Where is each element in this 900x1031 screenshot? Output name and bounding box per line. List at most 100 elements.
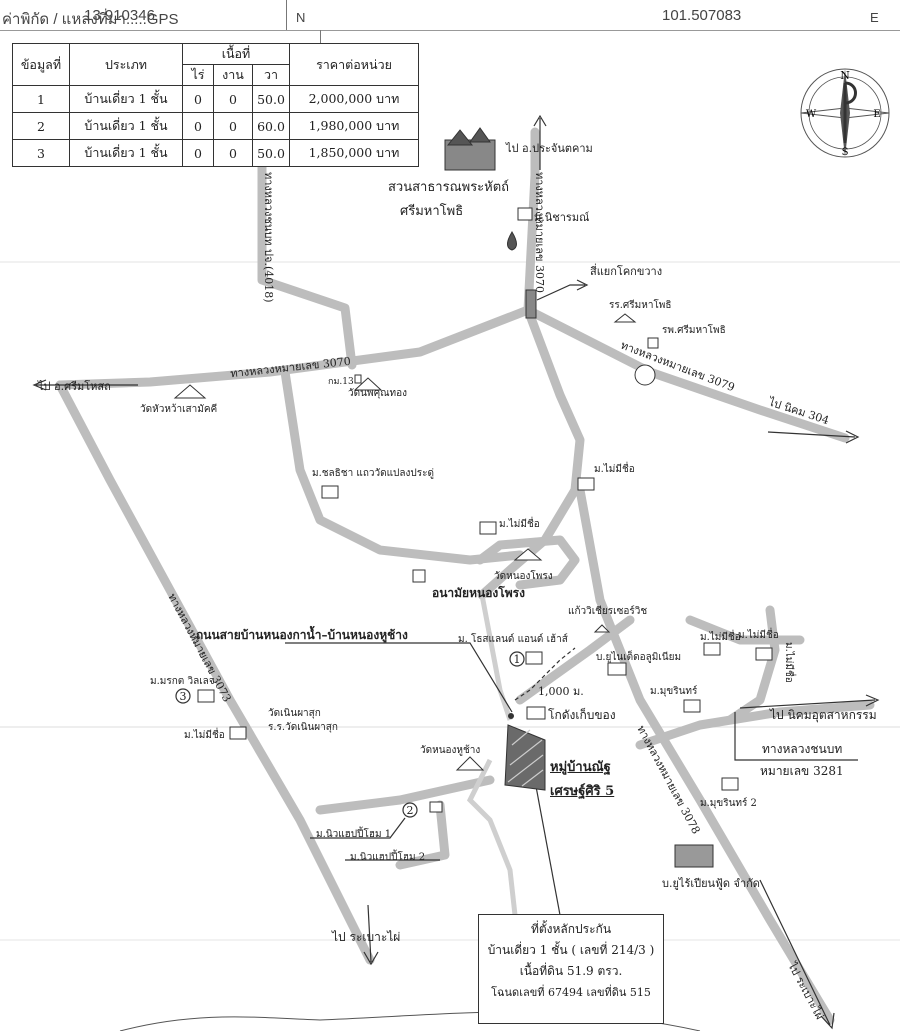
- col-header-id: ข้อมูลที่: [12, 43, 70, 86]
- col-header-ngan: งาน: [213, 64, 253, 86]
- label-newhappy-2: ม.นิวแฮปปี้โฮม 2: [350, 852, 426, 863]
- label-rural-3281-line1: ทางหลวงชนบท: [762, 742, 843, 756]
- km-post-icon: [354, 374, 362, 384]
- school-icon: [613, 313, 637, 323]
- compass: N S E W: [800, 68, 890, 158]
- arrow-west: [32, 379, 138, 391]
- cell-type: บ้านเดี่ยว 1 ชั้น: [69, 85, 183, 113]
- marker-3-label: 3: [180, 690, 187, 703]
- road-branch-ne: [685, 615, 805, 645]
- subject-property-area: [504, 724, 546, 791]
- road-hwy3070-north: [523, 127, 540, 315]
- label-to-industrial: ไป นิคมอุตสาหกรรม: [770, 708, 877, 722]
- leader-road-name: [285, 642, 513, 713]
- park-icon: [444, 127, 496, 171]
- table-row: 3 บ้านเดี่ยว 1 ชั้น 0 0 50.0 1,850,000 บ…: [12, 139, 419, 167]
- label-village-line1: หมู่บ้านณัฐ: [550, 760, 611, 775]
- table-row: 1 บ้านเดี่ยว 1 ชั้น 0 0 50.0 2,000,000 บ…: [12, 85, 419, 113]
- longitude-value: 101.507083: [662, 7, 742, 24]
- temple-icon-1: [353, 377, 383, 391]
- cell-ngan: 0: [213, 112, 253, 140]
- compass-needle: [843, 81, 857, 143]
- roads: [55, 127, 875, 1025]
- label-no-name-4: ม.ไม่มีชื่อ: [700, 632, 741, 643]
- arrow-east-industrial: [739, 694, 880, 709]
- label-no-name-6: ม.ไม่มีชื่อ: [783, 642, 797, 683]
- hospital-icon: [647, 337, 659, 349]
- building-icons: [173, 127, 773, 868]
- cell-wa: 50.0: [252, 139, 290, 167]
- cell-price: 1,850,000 บาท: [289, 139, 419, 167]
- table-subheader-row: ไร่ งาน วา: [13, 64, 419, 86]
- road-hwy3070-main: [55, 305, 533, 390]
- temple-icon-2: [173, 384, 207, 399]
- collateral-info-box: ที่ตั้งหลักประกัน บ้านเดี่ยว 1 ชั้น ( เล…: [478, 914, 664, 1024]
- label-village-line2: เศรษฐ์ศิริ 5: [550, 784, 615, 799]
- health-icon: [412, 569, 426, 583]
- cell-rai: 0: [182, 85, 214, 113]
- label-nitcharm: ม.นิชารมณ์: [534, 211, 590, 224]
- marker-2-circle: [402, 802, 418, 818]
- label-cholthicha: ม.ชลธิชา แถววัดแปลงประดู่: [312, 468, 434, 479]
- road-newhappy-2: [395, 800, 450, 870]
- cell-id: 2: [12, 112, 70, 140]
- label-hwy3070-vertical: ทางหลวงหมายเลข 3070: [533, 172, 546, 293]
- table-header-row: ข้อมูลที่ ประเภท เนื้อที่ ราคาต่อหน่วย: [12, 43, 419, 86]
- collateral-title: ที่ตั้งหลักประกัน: [530, 922, 612, 936]
- col-header-area: เนื้อที่: [182, 43, 290, 65]
- property-hatch: [507, 729, 544, 787]
- cell-type: บ้านเดี่ยว 1 ชั้น: [69, 139, 183, 167]
- label-school-noen: ร.ร.วัดเนินผาสุก: [268, 722, 338, 733]
- label-wat-huawa: วัดหัวหว้าเสามัคคี: [140, 404, 218, 415]
- arrow-east-304: [767, 430, 860, 444]
- col-header-type: ประเภท: [69, 43, 183, 86]
- collateral-line2: เนื้อที่ดิน 51.9 ตรว.: [519, 964, 623, 978]
- marker-1-label: 1: [514, 653, 521, 666]
- label-distance: 1,000 ม.: [538, 685, 584, 698]
- label-uniphant: บ.ยูไร้เปียนฟู้ด จำกัด: [662, 877, 760, 890]
- label-no-name-2: ม.ไม่มีชื่อ: [499, 519, 540, 530]
- label-mukrin-2: ม.มุขรินทร์ 2: [700, 798, 757, 809]
- label-wat-phonphutthong: วัดนพคุณทอง: [348, 388, 407, 399]
- house-icon: [517, 207, 533, 221]
- road-godown: [515, 615, 635, 705]
- road-hwy3079: [527, 307, 850, 443]
- shop-icon: [593, 624, 611, 633]
- road-junction-south: [477, 305, 585, 600]
- house-icon-2: [577, 477, 595, 491]
- label-newhappy-1: ม.นิวแฮปปี้โฮม 1: [316, 829, 392, 840]
- leader-distance: [514, 647, 576, 701]
- label-to-prachantakham: ไป อ.ประจันตคาม: [506, 142, 593, 155]
- road-loop: [475, 535, 580, 590]
- cell-ngan: 0: [213, 85, 253, 113]
- cell-rai: 0: [182, 139, 214, 167]
- coordinate-source-cell: ค่าพิกัด / แหล่งที่มา.....GPS: [0, 0, 287, 30]
- label-to-rabaopai-2: ไป ระเบาะไผ่: [785, 959, 826, 1021]
- cell-wa: 60.0: [252, 112, 290, 140]
- col-header-price: ราคาต่อหน่วย: [289, 43, 419, 86]
- arrow-south-rabaopai: [363, 904, 379, 966]
- col-header-wa: วา: [252, 64, 290, 86]
- compass-n: N: [840, 69, 850, 82]
- temple-icon-4: [455, 756, 485, 771]
- label-morakot: ม.มรกต วิลเลจ: [150, 676, 215, 687]
- road-rural-4018: [257, 155, 357, 370]
- label-no-name-3: ม.ไม่มีชื่อ: [184, 730, 225, 741]
- label-school-srimahaphot: รร.ศรีมหาโพธิ: [609, 300, 672, 311]
- label-rural-3281-line2: หมายเลข 3281: [760, 764, 844, 778]
- house-icon-8: [703, 642, 721, 656]
- leader-newhappy1: [310, 817, 406, 839]
- label-tobs-land: ม. โธสแลนด์ แอนด์ เฮ้าส์: [458, 634, 568, 645]
- compass-e: E: [873, 109, 880, 120]
- coordinate-source-label: ค่าพิกัด / แหล่งที่มา.....GPS: [2, 11, 179, 28]
- leader-junction: [536, 279, 589, 301]
- house-icon-11: [721, 777, 739, 791]
- house-icon-12: [429, 801, 443, 813]
- cell-rai: 0: [182, 112, 214, 140]
- label-mukrin-1: ม.มุขรินทร์: [650, 686, 698, 697]
- water-icon: [507, 231, 517, 251]
- property-data-table: ข้อมูลที่ ประเภท เนื้อที่ ราคาต่อหน่วย ไ…: [12, 43, 419, 167]
- collateral-line1: บ้านเดี่ยว 1 ชั้น ( เลขที่ 214/3 ): [487, 943, 655, 957]
